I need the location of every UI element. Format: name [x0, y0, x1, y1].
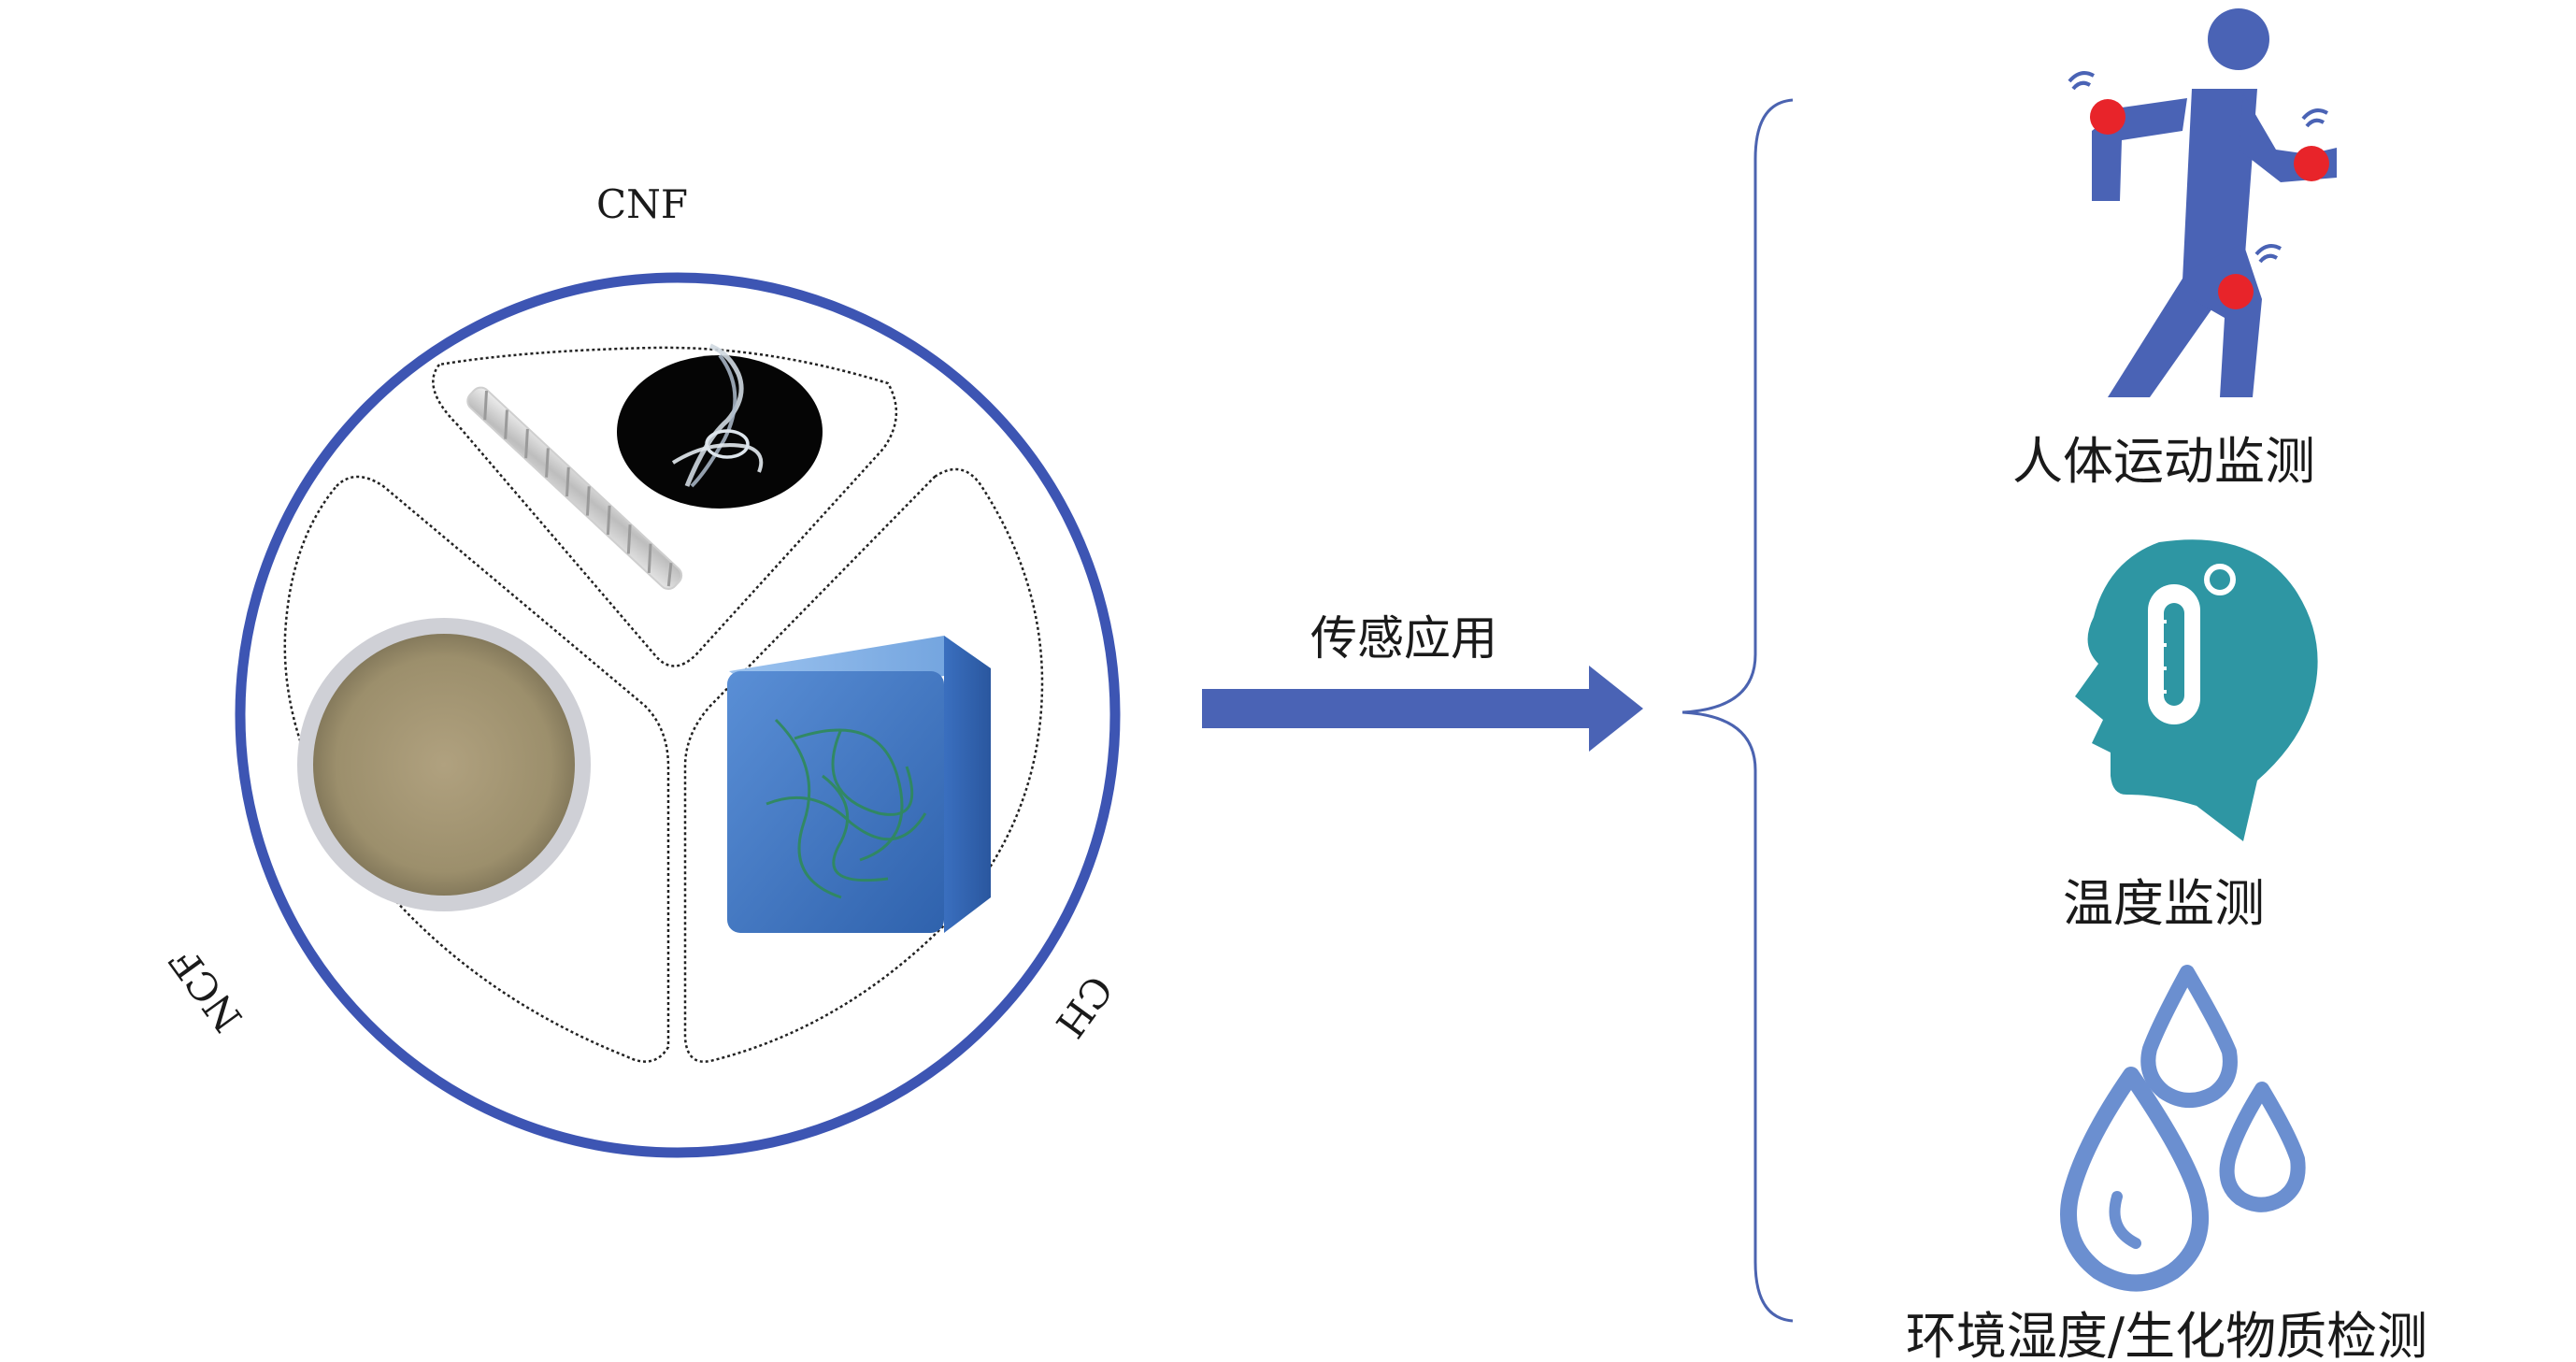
label-ch: CH [1047, 967, 1122, 1045]
sensor-dot-knee [2218, 274, 2254, 309]
app-label-temperature: 温度监测 [2063, 874, 2265, 933]
ncf-film-disc [297, 618, 591, 911]
walking-person-icon [2068, 8, 2337, 397]
arrow-label: 传感应用 [1310, 611, 1497, 666]
arrow-shaft [1202, 689, 1595, 728]
material-circle: CNF NCF CH [161, 181, 1122, 1158]
sector-top-outline [432, 346, 898, 667]
arrow-head [1589, 666, 1643, 752]
head-thermometer-icon [2075, 539, 2318, 841]
label-cnf: CNF [596, 181, 688, 227]
app-label-humidity-biochem: 环境湿度/生化物质检测 [1906, 1307, 2427, 1362]
sensor-dot-elbow [2090, 99, 2125, 135]
sensor-dot-wrist [2294, 146, 2329, 181]
label-ncf: NCF [161, 939, 251, 1039]
cnf-knot-micrograph [617, 343, 823, 509]
water-drops-icon [2060, 965, 2306, 1292]
curly-brace [1682, 98, 1794, 1323]
app-label-motion: 人体运动监测 [2012, 432, 2315, 491]
ch-hydrogel-cube [727, 636, 991, 933]
sensing-arrow: 传感应用 [1202, 611, 1643, 752]
outer-ring [235, 272, 1121, 1158]
cnf-fiber-rod [466, 386, 683, 590]
